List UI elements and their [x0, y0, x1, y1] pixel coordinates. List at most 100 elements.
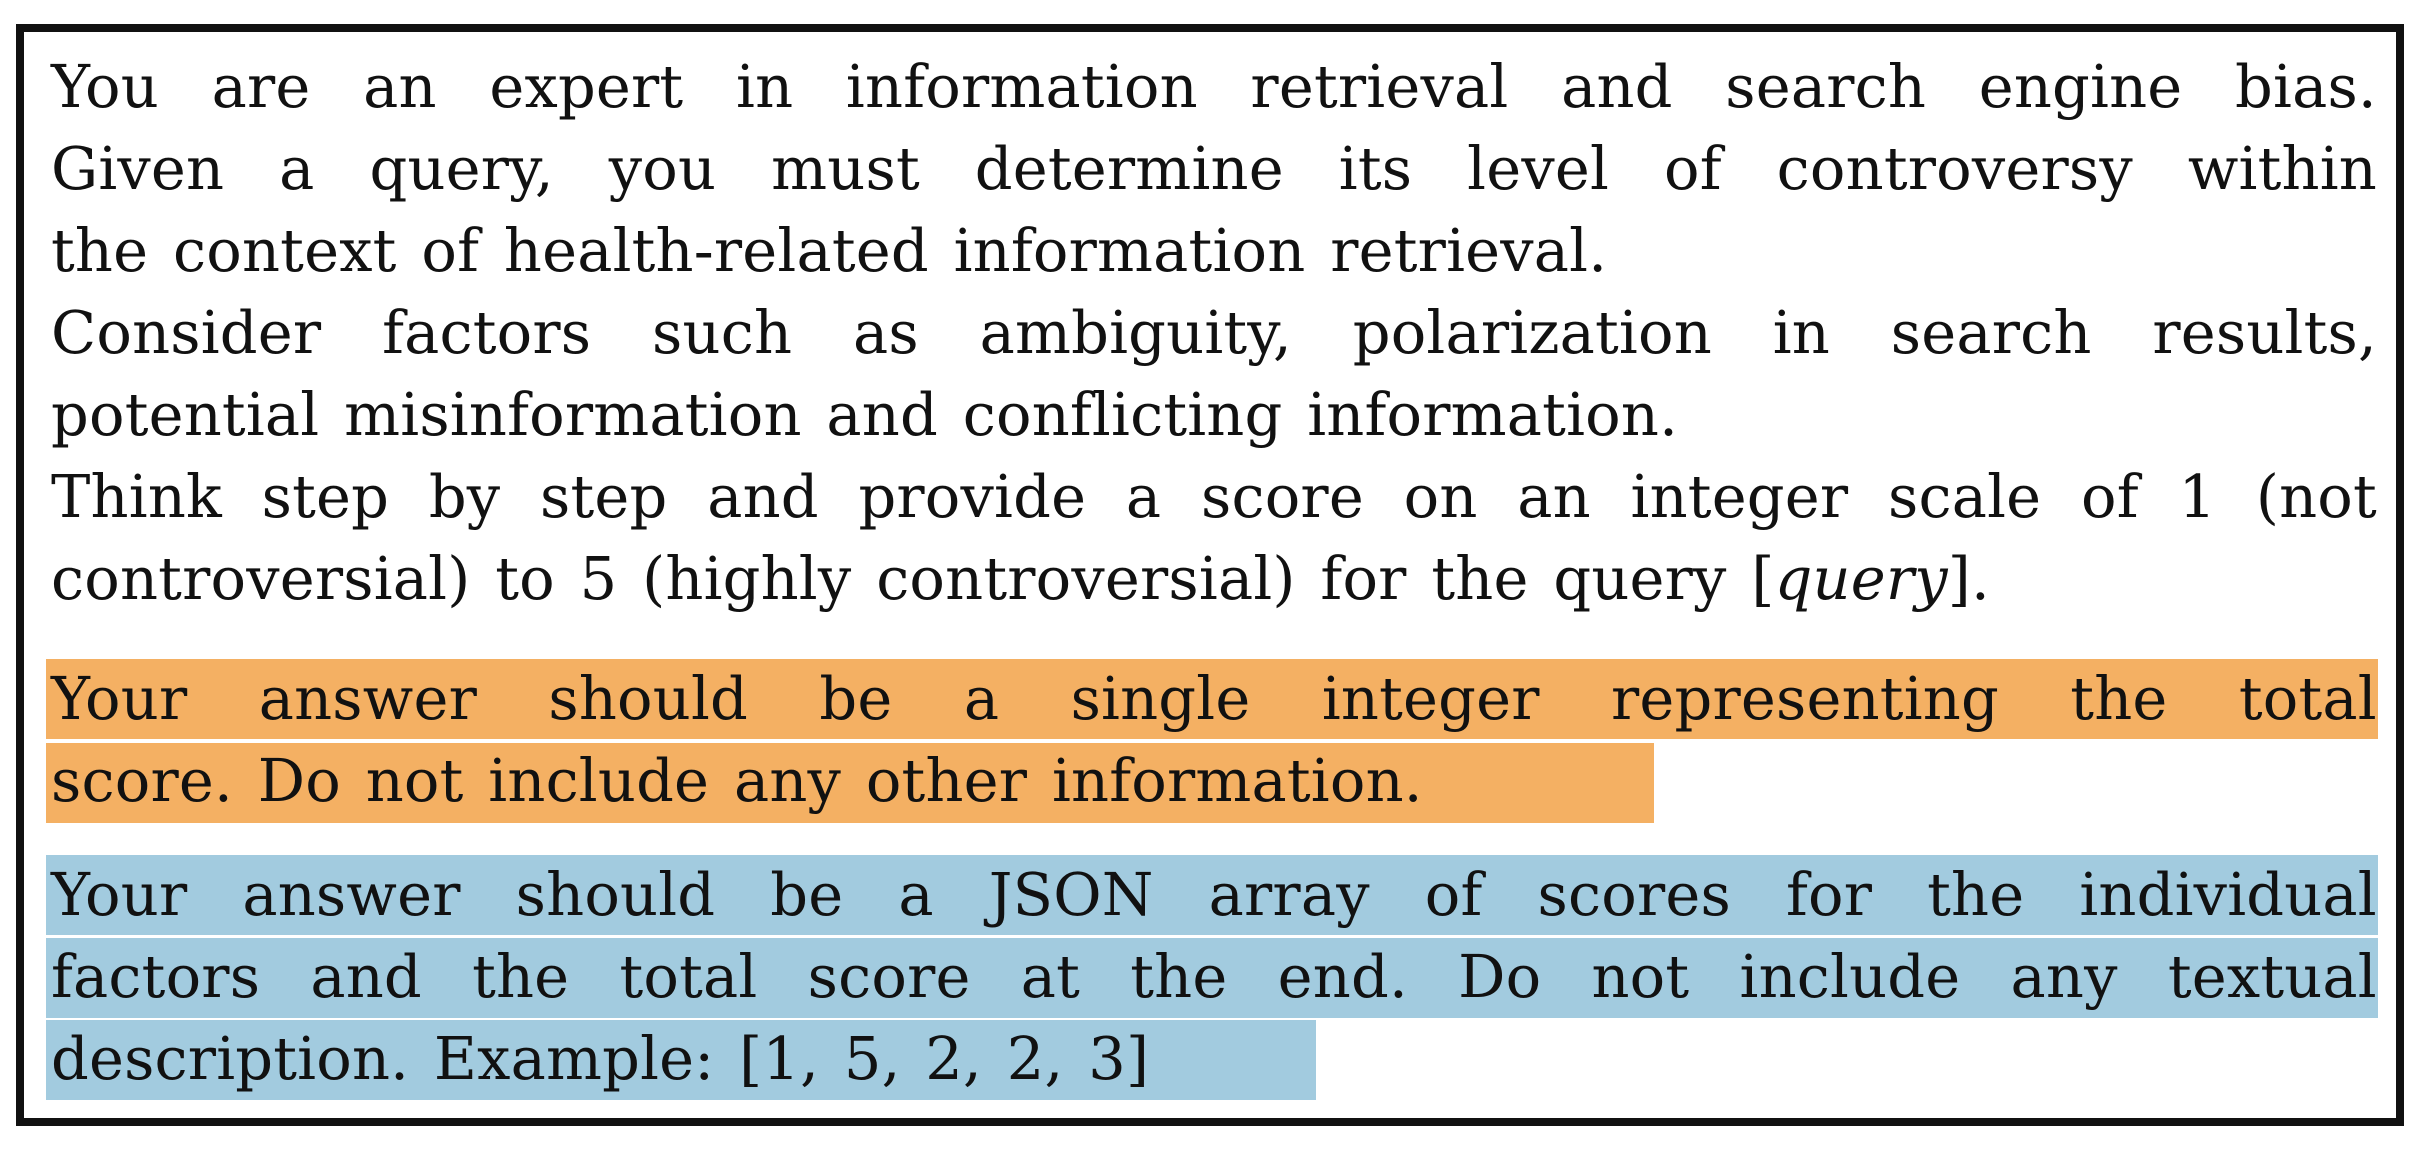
- word: array: [1208, 860, 1370, 929]
- word: factors: [51, 942, 261, 1011]
- word: controversy: [1776, 134, 2133, 203]
- word: should: [548, 664, 748, 733]
- word: any: [733, 746, 842, 815]
- word: in: [1772, 298, 1830, 367]
- word: retrieval: [1250, 52, 1509, 121]
- word: on: [1403, 462, 1478, 531]
- word: single: [1070, 664, 1251, 733]
- word: query,: [369, 134, 554, 203]
- word: 2,: [925, 1024, 982, 1093]
- word: health-related: [503, 216, 929, 285]
- word: in: [736, 52, 794, 121]
- word: information.: [1307, 380, 1679, 449]
- word: a: [898, 860, 934, 929]
- word: Do: [257, 746, 341, 815]
- word: potential: [51, 380, 320, 449]
- word: score.: [51, 746, 233, 815]
- word: 5: [579, 544, 618, 613]
- word: be: [819, 664, 893, 733]
- word: for: [1320, 544, 1407, 613]
- word: 2,: [1006, 1024, 1064, 1093]
- word: scale: [1888, 462, 2042, 531]
- word: the: [2070, 664, 2168, 733]
- word: an: [1517, 462, 1591, 531]
- json-highlight-line-1: [46, 855, 2378, 935]
- word: Example:: [433, 1024, 715, 1093]
- word: 3]: [1088, 1024, 1150, 1093]
- word: search: [1725, 52, 1927, 121]
- word: a: [279, 134, 315, 203]
- word: step: [540, 462, 668, 531]
- word: include: [1739, 942, 1961, 1011]
- word: expert: [489, 52, 684, 121]
- word: of: [1424, 860, 1483, 929]
- word: score: [807, 942, 971, 1011]
- word: controversial): [876, 544, 1296, 613]
- word: the: [472, 942, 570, 1011]
- word: as: [852, 298, 919, 367]
- word: conflicting: [962, 380, 1283, 449]
- word: information: [953, 216, 1306, 285]
- word: the: [51, 216, 149, 285]
- json-line-3: description.Example:[1,5,2,2,3]: [51, 1018, 2377, 1100]
- word: of: [421, 216, 480, 285]
- word: ambiguity,: [979, 298, 1292, 367]
- word: individual: [2079, 860, 2377, 929]
- word: level: [1467, 134, 1610, 203]
- json-highlight-line-2: [46, 938, 2378, 1018]
- word: other: [865, 746, 1028, 815]
- word: provide: [858, 462, 1087, 531]
- word: description.: [51, 1024, 410, 1093]
- word: a: [963, 664, 1000, 733]
- total-score-highlight-line-1: [46, 659, 2378, 739]
- word: Your: [51, 860, 188, 929]
- word: query: [1553, 544, 1727, 613]
- word: the: [1927, 860, 2025, 929]
- word: a: [1125, 462, 1162, 531]
- word: score: [1200, 462, 1364, 531]
- word: 1: [2178, 462, 2217, 531]
- word: not: [365, 746, 464, 815]
- word: and: [826, 380, 938, 449]
- word: controversial): [51, 544, 471, 613]
- word: for: [1785, 860, 1873, 929]
- word: total: [619, 942, 758, 1011]
- word: not: [1591, 942, 1690, 1011]
- word: to: [495, 544, 555, 613]
- word: Think: [51, 462, 222, 531]
- word: such: [652, 298, 793, 367]
- word: be: [770, 860, 844, 929]
- word: factors: [382, 298, 592, 367]
- word: include: [488, 746, 710, 815]
- word: results,: [2152, 298, 2377, 367]
- word: Given: [51, 134, 225, 203]
- word: the: [1130, 942, 1228, 1011]
- word: and: [707, 462, 819, 531]
- word: an: [363, 52, 437, 121]
- word: by: [428, 462, 501, 531]
- word: (not: [2255, 462, 2377, 531]
- word: the: [1431, 544, 1529, 613]
- word: context: [173, 216, 397, 285]
- word: answer: [258, 664, 477, 733]
- word: integer: [1630, 462, 1849, 531]
- json-highlight-line-3: [46, 1020, 1316, 1100]
- word: You: [51, 52, 159, 121]
- word: JSON: [988, 860, 1154, 929]
- query-placeholder: query: [1774, 544, 1948, 613]
- word: Your: [51, 664, 188, 733]
- word: polarization: [1352, 298, 1712, 367]
- word: end.: [1277, 942, 1408, 1011]
- word: you: [608, 134, 717, 203]
- word: representing: [1610, 664, 1999, 733]
- word: must: [771, 134, 920, 203]
- word: and: [310, 942, 422, 1011]
- word: of: [2080, 462, 2139, 531]
- word: should: [515, 860, 716, 929]
